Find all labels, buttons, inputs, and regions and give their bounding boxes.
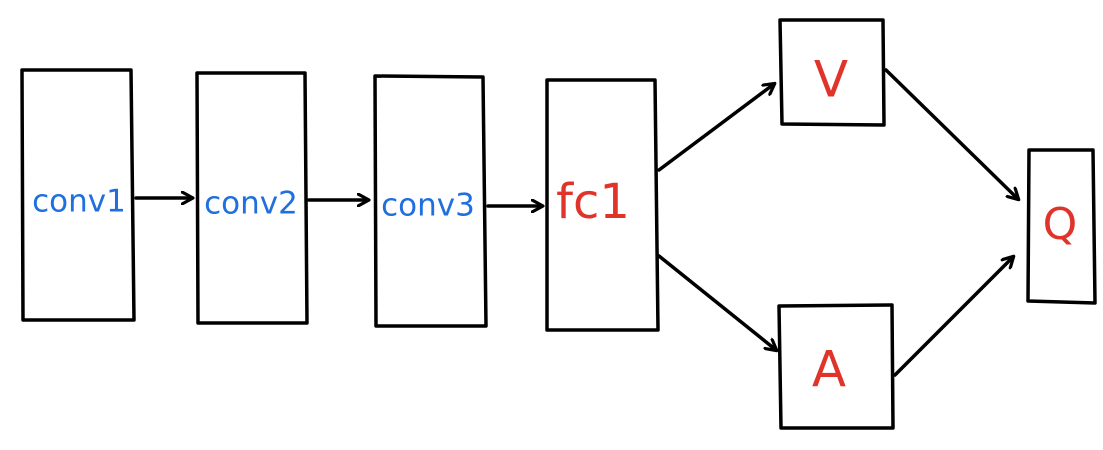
conv2-box bbox=[195, 71, 309, 325]
arrow-fc1-a bbox=[657, 254, 776, 350]
conv1-label: conv1 bbox=[32, 184, 126, 220]
a-label: A bbox=[812, 341, 846, 399]
v-label: V bbox=[814, 51, 848, 109]
arrow-v-q bbox=[884, 68, 1018, 199]
fc1-label: fc1 bbox=[556, 174, 630, 230]
a-box bbox=[777, 303, 895, 430]
conv1-box bbox=[20, 68, 136, 322]
fc1-box bbox=[545, 78, 660, 332]
conv2-label: conv2 bbox=[204, 186, 298, 222]
arrow-fc1-v bbox=[657, 84, 774, 172]
q-label: Q bbox=[1043, 199, 1078, 250]
conv3-box bbox=[373, 74, 488, 328]
q-box bbox=[1026, 148, 1097, 305]
v-box bbox=[778, 18, 886, 127]
conv3-label: conv3 bbox=[381, 188, 475, 224]
arrow-a-q bbox=[893, 257, 1013, 377]
